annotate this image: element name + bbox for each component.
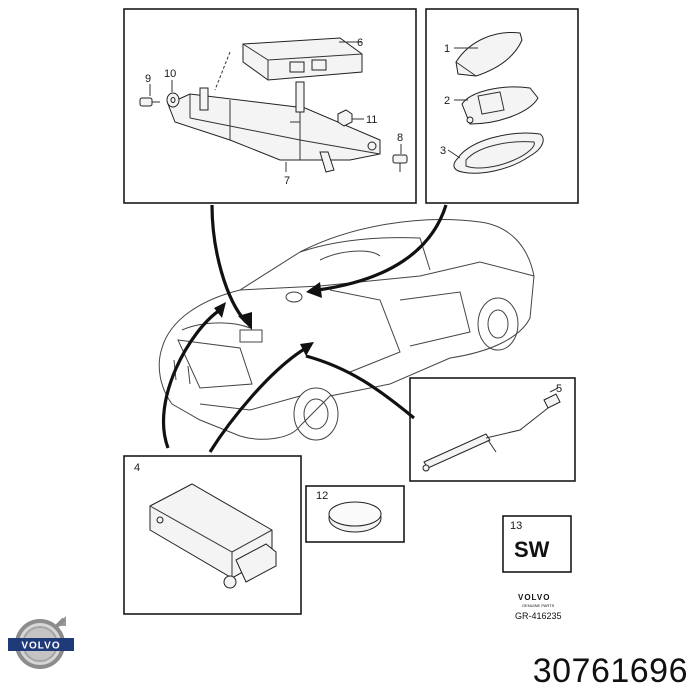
part-4-control-module (149, 483, 277, 589)
part-1-antenna-cover (455, 31, 523, 77)
callout-11: 11 (366, 114, 377, 126)
box-module-bracket: 6 9 10 11 8 7 (123, 8, 417, 204)
callout-3: 3 (440, 145, 446, 157)
callout-10: 10 (164, 68, 176, 80)
part-3-gasket (453, 132, 544, 174)
callout-8: 8 (397, 132, 403, 144)
volvo-wordmark-small: VOLVO (518, 593, 550, 602)
callout-13: 13 (510, 520, 522, 532)
volvo-logo: VOLVO (8, 616, 74, 669)
callout-12: 12 (316, 490, 328, 502)
genuine-parts-mark: VOLVO GENUINE PARTS GR-416235 (515, 593, 562, 621)
part-11-nut (337, 109, 353, 127)
genuine-parts-text: GENUINE PARTS (522, 603, 555, 608)
part-9-bolt (139, 97, 160, 107)
callout-7: 7 (284, 175, 290, 187)
box-battery-12: 12 (305, 485, 405, 543)
box-software-13: 13 SW (502, 515, 572, 573)
sw-badge: SW (514, 537, 550, 562)
part-8-screw (392, 154, 408, 172)
part-10-washer (166, 92, 180, 108)
callout-1: 1 (444, 43, 450, 55)
callout-2: 2 (444, 95, 450, 107)
car-illustration (158, 219, 535, 441)
part-5-antenna-cable (422, 393, 561, 472)
callout-9: 9 (145, 73, 151, 85)
callout-6: 6 (357, 37, 363, 49)
drawing-reference: GR-416235 (515, 611, 562, 621)
callout-5: 5 (556, 383, 562, 395)
part-2-antenna-base (461, 86, 539, 125)
volvo-logo-text: VOLVO (21, 641, 60, 652)
box-module-4: 4 (123, 455, 302, 615)
callout-4: 4 (134, 462, 140, 474)
part-7-bracket (167, 81, 381, 173)
arrows (161, 204, 448, 453)
part-12-battery (328, 501, 382, 533)
box-cable-5: 5 (409, 377, 576, 482)
part-number: 30761696 (532, 652, 688, 690)
box-roof-antenna: 1 2 3 (425, 8, 579, 204)
part-6-module (242, 37, 363, 81)
